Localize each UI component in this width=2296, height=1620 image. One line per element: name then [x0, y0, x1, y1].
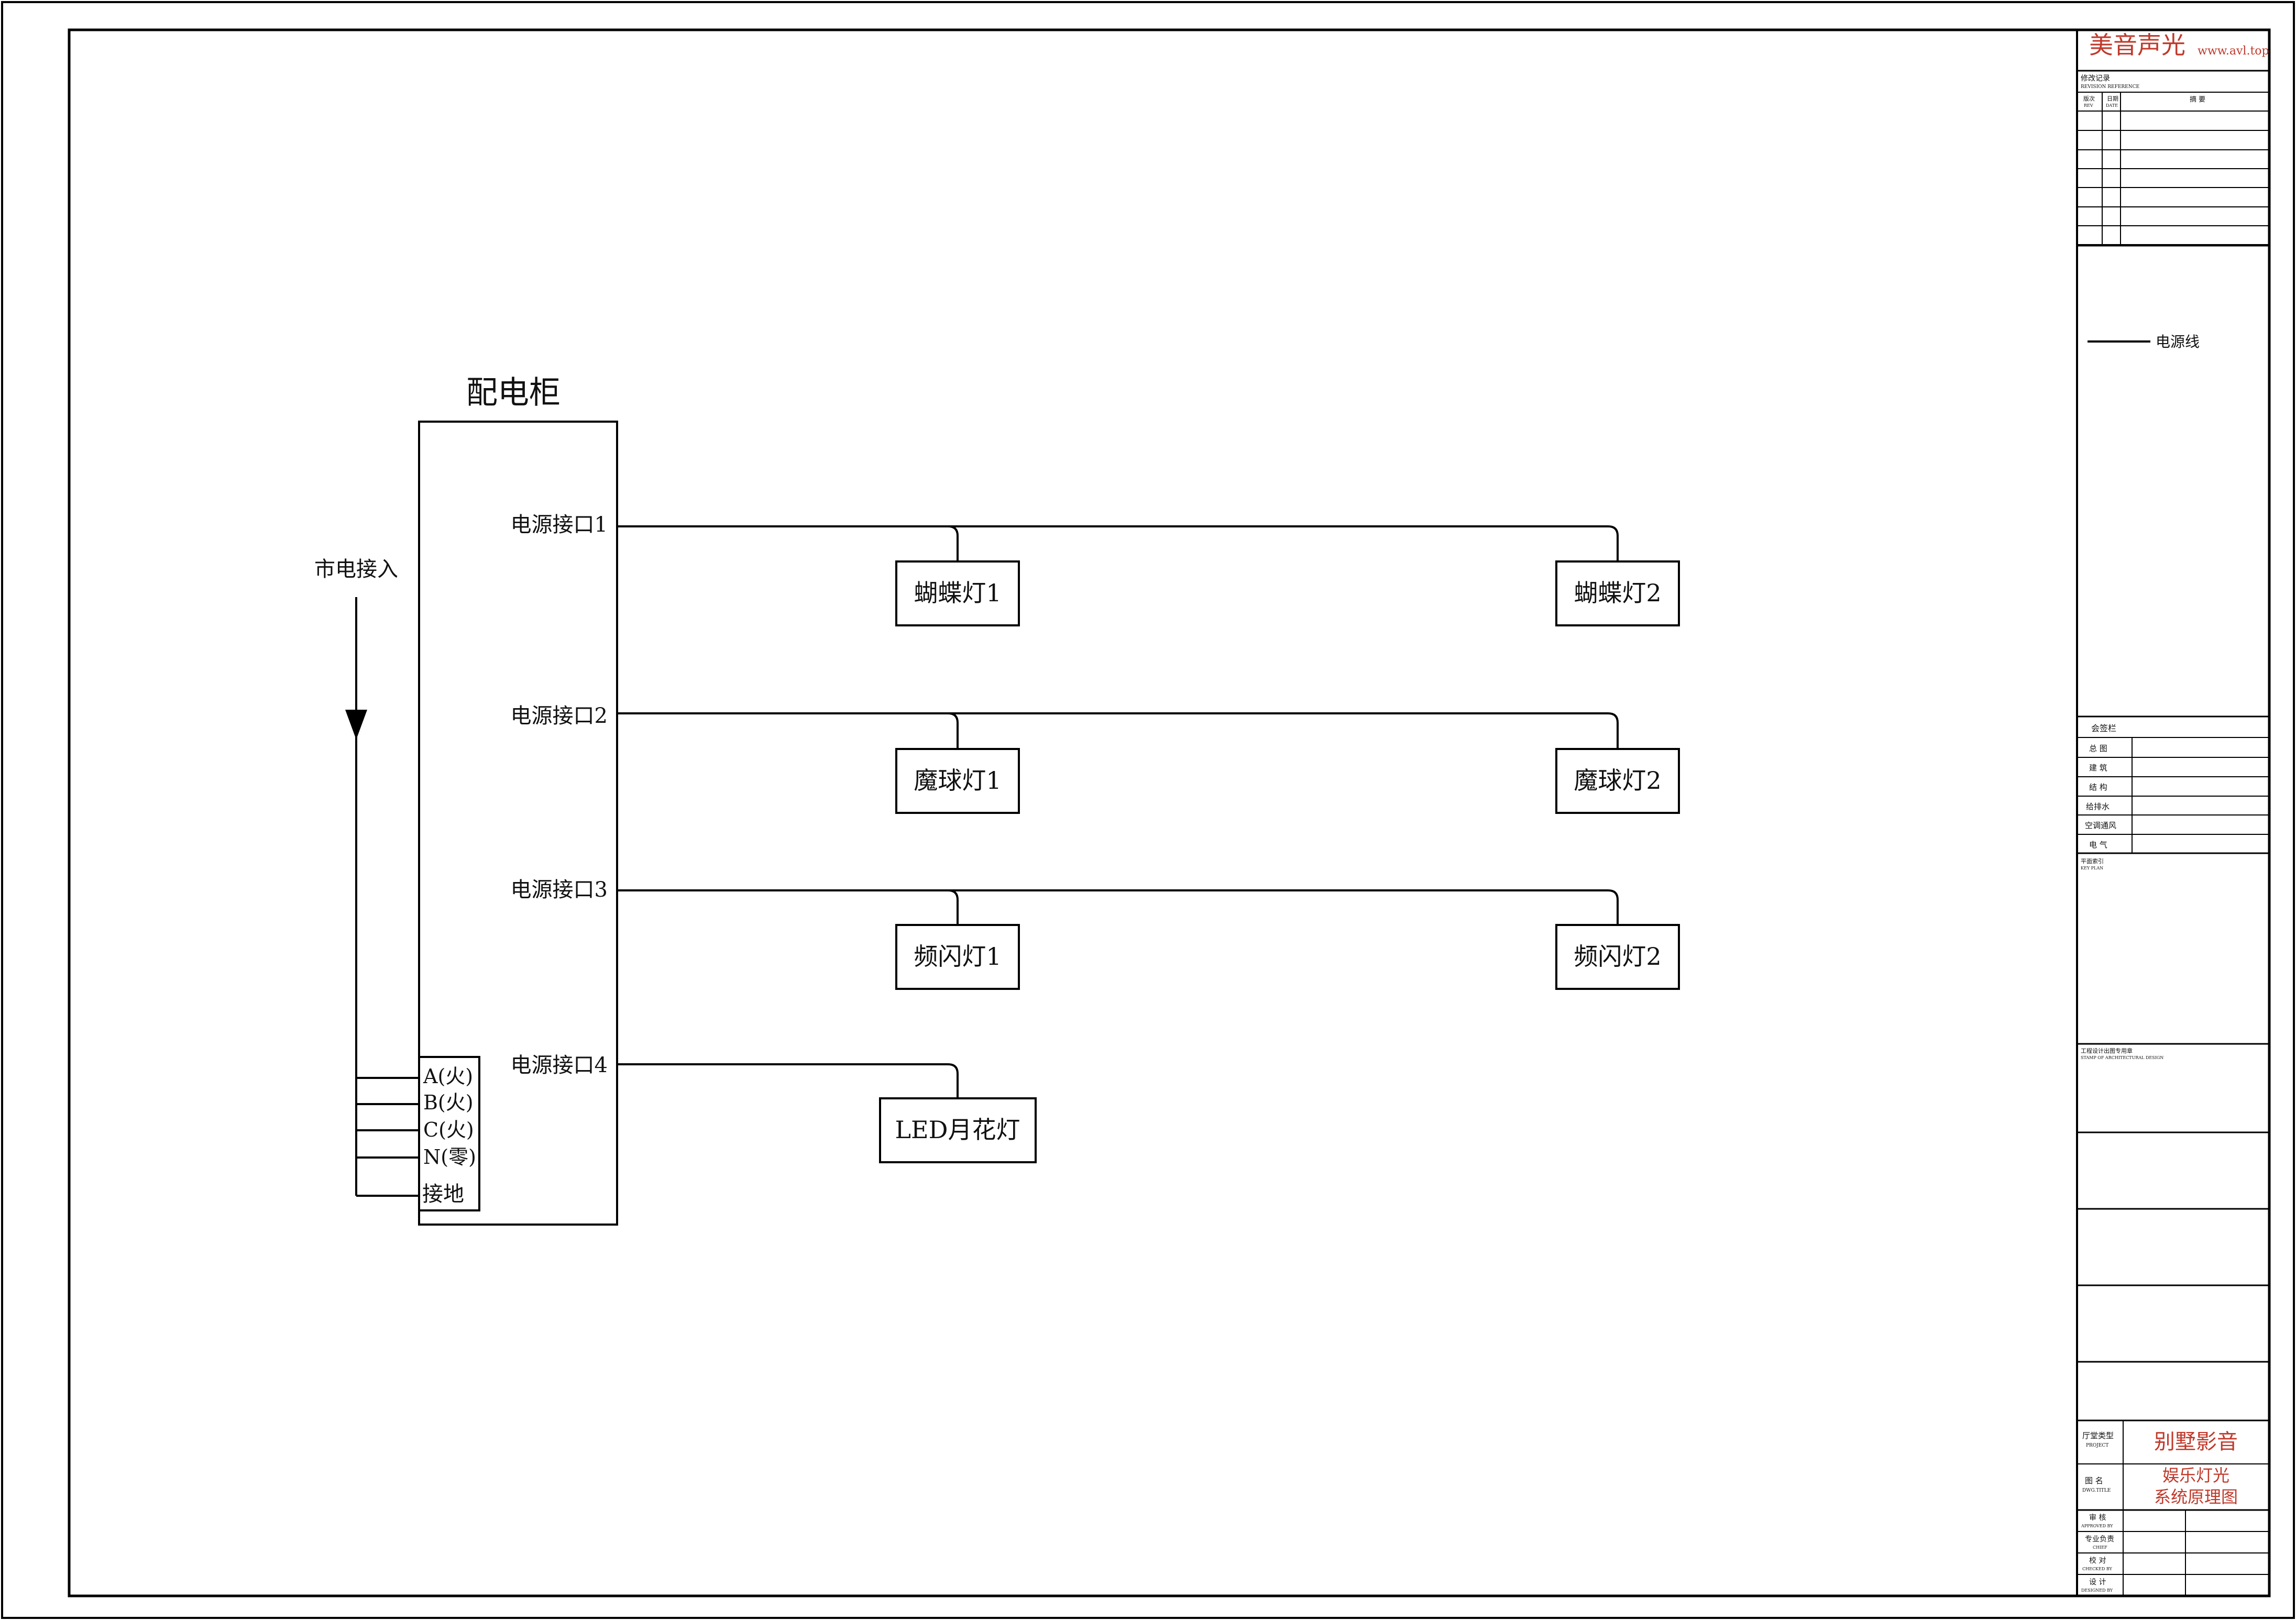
project-label: 厅堂类型	[2082, 1431, 2114, 1440]
countersign-row-1: 总 图	[2089, 744, 2107, 753]
port-4-wire	[617, 1063, 959, 1098]
terminal-ground: 接地	[422, 1182, 464, 1206]
sign-approved-en: APPROVED BY	[2081, 1524, 2113, 1528]
mains-arrow	[345, 710, 367, 740]
terminal-a: A(火)	[423, 1065, 473, 1088]
mains-label: 市电接入	[314, 557, 398, 581]
port-2-wire	[617, 712, 1619, 749]
terminal-b: B(火)	[423, 1091, 474, 1114]
light-led-moonflower: LED月花灯	[879, 1097, 1037, 1163]
light-magic-ball-2: 魔球灯2	[1555, 748, 1680, 814]
port-4-label: 电源接口4	[511, 1053, 608, 1077]
light-butterfly-2: 蝴蝶灯2	[1555, 560, 1680, 626]
port-3-label: 电源接口3	[511, 878, 608, 902]
key-plan-en: KEY PLAN	[2081, 866, 2103, 870]
light-butterfly-1: 蝴蝶灯1	[895, 560, 1020, 626]
company-name: 美音声光	[2089, 31, 2185, 59]
countersign-row-4: 给排水	[2086, 802, 2110, 811]
sign-approved: 审 核	[2089, 1514, 2106, 1522]
distribution-cabinet	[418, 421, 618, 1226]
drawing-title-2: 系统原理图	[2154, 1487, 2238, 1507]
terminal-c: C(火)	[423, 1118, 474, 1141]
rev-col-2: 日期	[2107, 95, 2118, 102]
terminal-n: N(零)	[423, 1145, 476, 1169]
sign-chief-en: CHIEF	[2093, 1545, 2107, 1550]
svg-text:蝴蝶灯1: 蝴蝶灯1	[914, 579, 1001, 607]
port-1-label: 电源接口1	[511, 513, 608, 537]
svg-text:蝴蝶灯2: 蝴蝶灯2	[1574, 579, 1661, 607]
drawing-title-1: 娱乐灯光	[2162, 1465, 2229, 1485]
stamp-label-en: STAMP OF ARCHITECTURAL DESIGN	[2081, 1055, 2163, 1060]
company-website: www.avl.top	[2198, 45, 2269, 58]
inner-frame	[68, 28, 2271, 1597]
countersign-row-6: 电 气	[2089, 840, 2107, 850]
sign-designed-en: DESIGNED BY	[2081, 1588, 2113, 1593]
svg-text:频闪灯1: 频闪灯1	[914, 942, 1001, 971]
light-strobe-1: 频闪灯1	[895, 924, 1020, 990]
revision-title: 修改记录	[2081, 74, 2110, 83]
svg-text:LED月花灯: LED月花灯	[895, 1116, 1020, 1144]
drawing-label-en: DWG.TITLE	[2082, 1488, 2111, 1493]
legend-power-label: 电源线	[2156, 333, 2200, 350]
stamp-label: 工程设计出图专用章	[2081, 1047, 2133, 1054]
countersign-row-2: 建 筑	[2089, 763, 2107, 773]
sign-checked-en: CHECKED BY	[2082, 1567, 2113, 1571]
light-magic-ball-1: 魔球灯1	[895, 748, 1020, 814]
countersign-row-5: 空调通风	[2085, 821, 2116, 830]
countersign-title: 会签栏	[2091, 723, 2116, 733]
port-2-label: 电源接口2	[511, 704, 608, 728]
sign-chief: 专业负责	[2085, 1535, 2114, 1544]
countersign-row-3: 结 构	[2089, 783, 2107, 792]
rev-col-1-en: REV	[2084, 103, 2093, 108]
project-value: 别墅影音	[2154, 1430, 2238, 1454]
svg-text:频闪灯2: 频闪灯2	[1574, 942, 1661, 971]
schematic: 配电柜 A(火) B(火) C(火) N(零) 接地 市电接入 电源接口1 电源…	[314, 374, 1680, 1226]
sign-checked: 校 对	[2089, 1556, 2106, 1565]
port-1-wire	[617, 525, 1619, 561]
revision-title-en: REVISION REFERENCE	[2081, 84, 2139, 90]
rev-col-2-en: DATE	[2106, 103, 2118, 108]
light-strobe-2: 频闪灯2	[1555, 924, 1680, 990]
svg-text:魔球灯1: 魔球灯1	[914, 766, 1001, 795]
terminal-block	[418, 1056, 480, 1211]
title-block: 美音声光 www.avl.top 修改记录 REVISION REFERENCE…	[2076, 30, 2269, 1596]
svg-text:魔球灯2: 魔球灯2	[1574, 766, 1661, 795]
key-plan: 平面索引	[2081, 857, 2104, 865]
drawing-label: 图 名	[2085, 1476, 2103, 1485]
sign-designed: 设 计	[2089, 1578, 2106, 1586]
project-label-en: PROJECT	[2086, 1443, 2108, 1448]
port-3-wire	[617, 889, 1619, 925]
cabinet-title: 配电柜	[466, 374, 561, 411]
rev-col-3: 摘 要	[2190, 95, 2205, 104]
rev-col-1: 版次	[2083, 95, 2095, 102]
